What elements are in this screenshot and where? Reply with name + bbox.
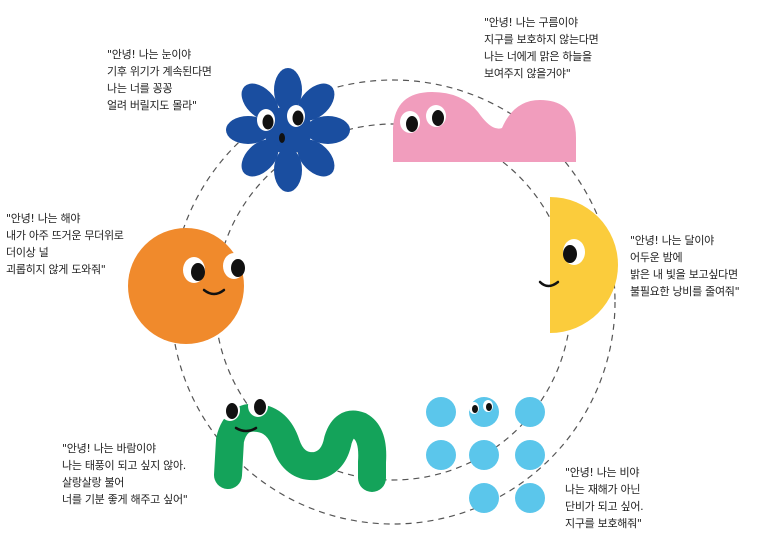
wind-body [214,403,387,492]
snow-face [257,105,305,143]
moon-character [538,197,619,333]
sun-body [128,228,244,344]
snow-character [226,68,350,192]
sun-caption: "안녕! 나는 해야 내가 아주 뜨거운 무더위로 더이상 널 괴롭히지 않게 … [6,212,124,276]
cloud-caption: "안녕! 나는 구름이야 지구를 보호하지 않는다면 나는 너에게 맑은 하늘을… [484,16,599,80]
wind-caption: "안녕! 나는 바람이야 나는 태풍이 되고 싶지 않아. 살랑살랑 불어 너를… [62,442,188,506]
rain-character [426,397,545,513]
rain-caption: "안녕! 나는 비야 나는 재해가 아닌 단비가 되고 싶어. 지구를 보호해줘… [565,466,644,530]
rain-face [469,400,493,414]
rain-drops [426,397,545,513]
moon-caption: "안녕! 나는 달이야 어두운 밤에 밝은 내 빛을 보고싶다면 불필요한 낭비… [630,234,740,298]
snow-caption: "안녕! 나는 눈이야 기후 위기가 계속된다면 나는 너를 꽁꽁 얼려 버릴지… [107,48,212,112]
moon-body [550,197,619,333]
cloud-body [393,92,576,162]
wind-character [214,395,387,492]
wind-face [220,395,268,433]
cloud-character [393,92,576,162]
sun-character [128,228,245,344]
moon-face [538,239,585,288]
cloud-face [400,105,446,133]
snow-body [226,68,350,192]
sun-face [183,253,245,296]
